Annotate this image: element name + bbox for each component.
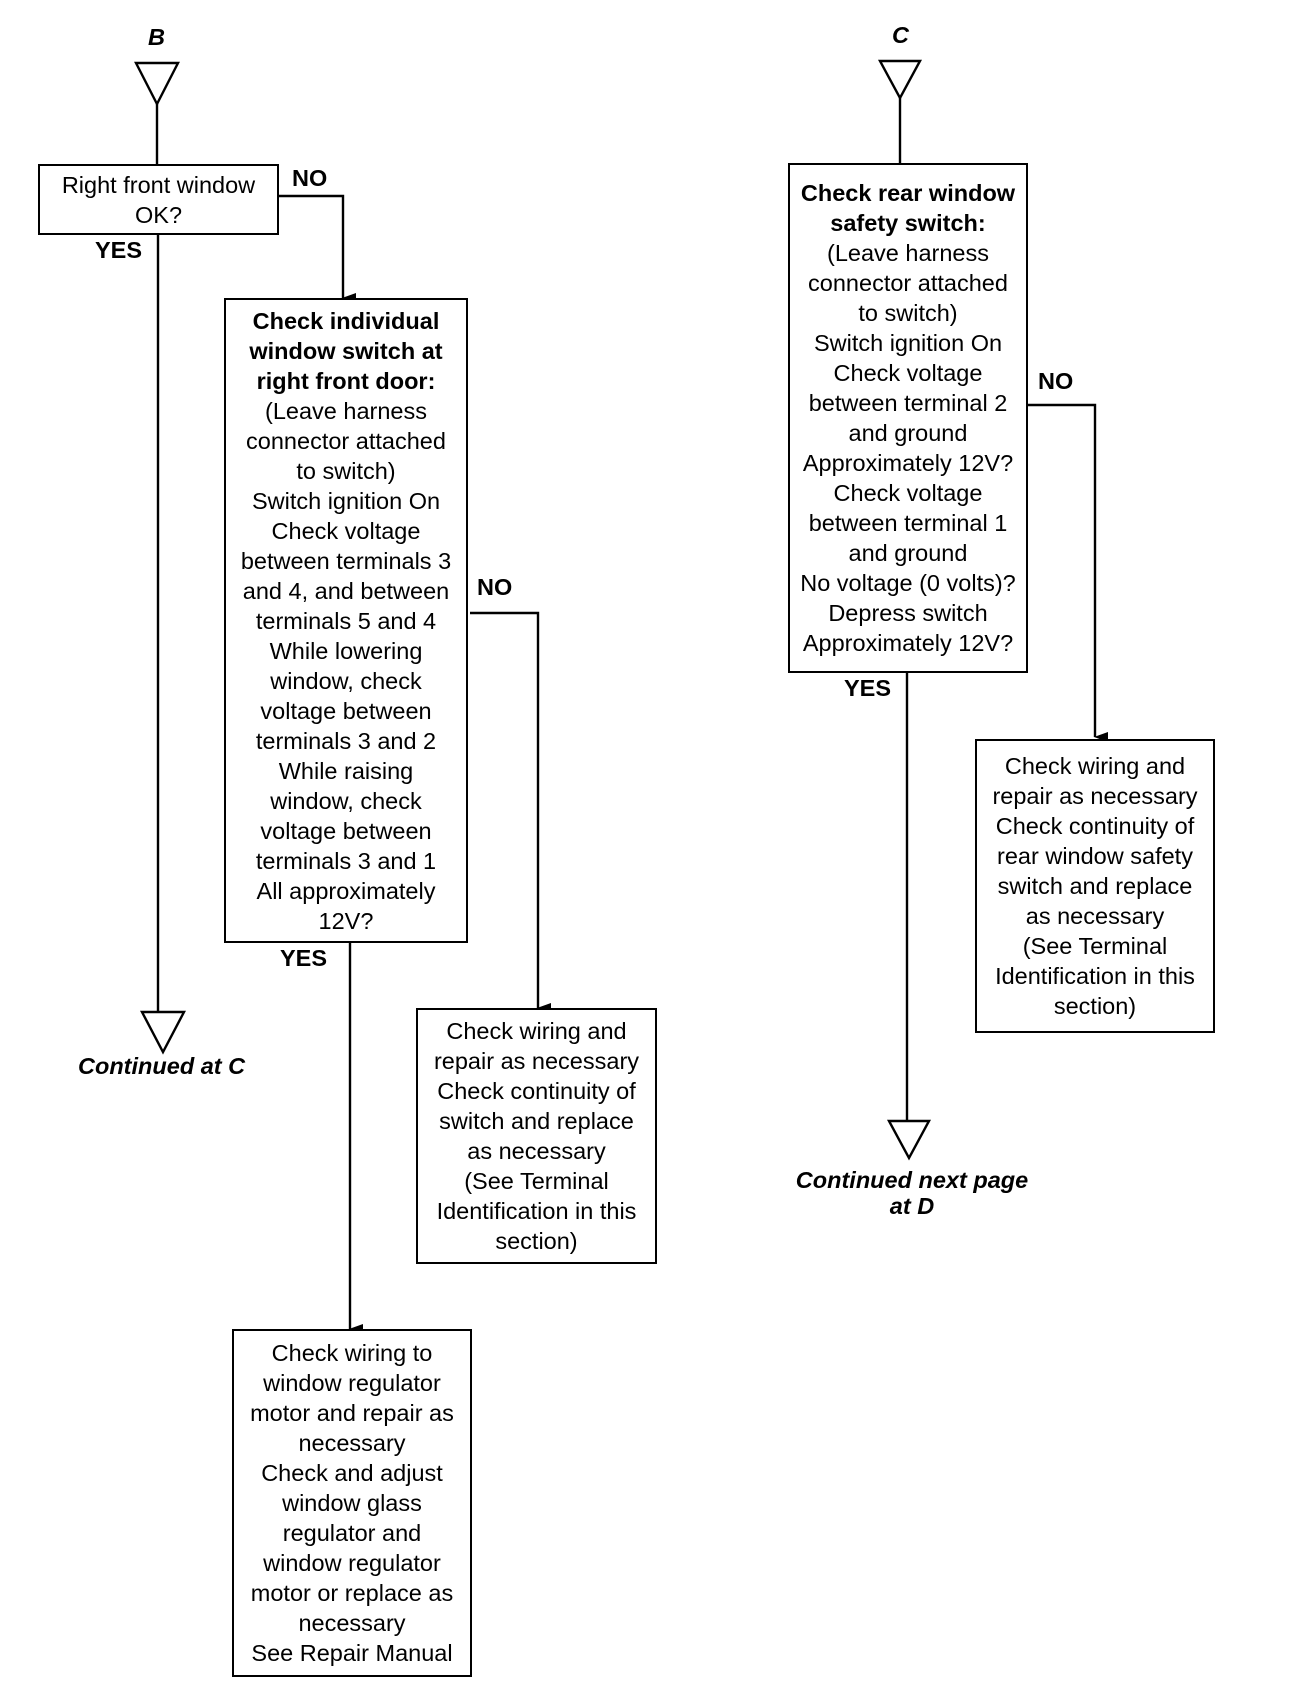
right-front-window-ok-box: Right front window OK? bbox=[38, 164, 279, 235]
box-text: Right front window bbox=[61, 171, 256, 198]
continued-at-c-label: Continued at C bbox=[78, 1053, 246, 1079]
no-label-right-front: NO bbox=[292, 165, 328, 191]
continued-next-page-label: Continued next page at D bbox=[795, 1167, 1029, 1219]
wiring-switch-repair-box: Check wiring and repair as necessary Che… bbox=[416, 1008, 657, 1264]
check-rear-safety-switch-box: Check rear window safety switch: (Leave … bbox=[788, 163, 1028, 673]
yes-label-right-front: YES bbox=[95, 237, 143, 263]
no-label-individual-switch: NO bbox=[477, 574, 513, 600]
check-individual-switch-box: Check individual window switch at right … bbox=[224, 298, 468, 943]
connector-b-label: B bbox=[148, 24, 165, 50]
continued-d-triangle bbox=[886, 1119, 932, 1161]
continued-c-triangle bbox=[140, 1010, 186, 1055]
yes-label-rear-safety-switch: YES bbox=[844, 675, 892, 701]
no-label-rear-safety-switch: NO bbox=[1038, 368, 1074, 394]
connector-c-label: C bbox=[892, 22, 909, 48]
wiring-safety-switch-repair-box: Check wiring and repair as necessary Che… bbox=[975, 739, 1215, 1033]
connector-c-triangle bbox=[877, 59, 923, 101]
wiring-regulator-motor-box: Check wiring to window regulator motor a… bbox=[232, 1329, 472, 1677]
box-text: OK? bbox=[134, 201, 183, 228]
connector-b-triangle bbox=[134, 61, 180, 107]
yes-label-individual-switch: YES bbox=[280, 945, 328, 971]
